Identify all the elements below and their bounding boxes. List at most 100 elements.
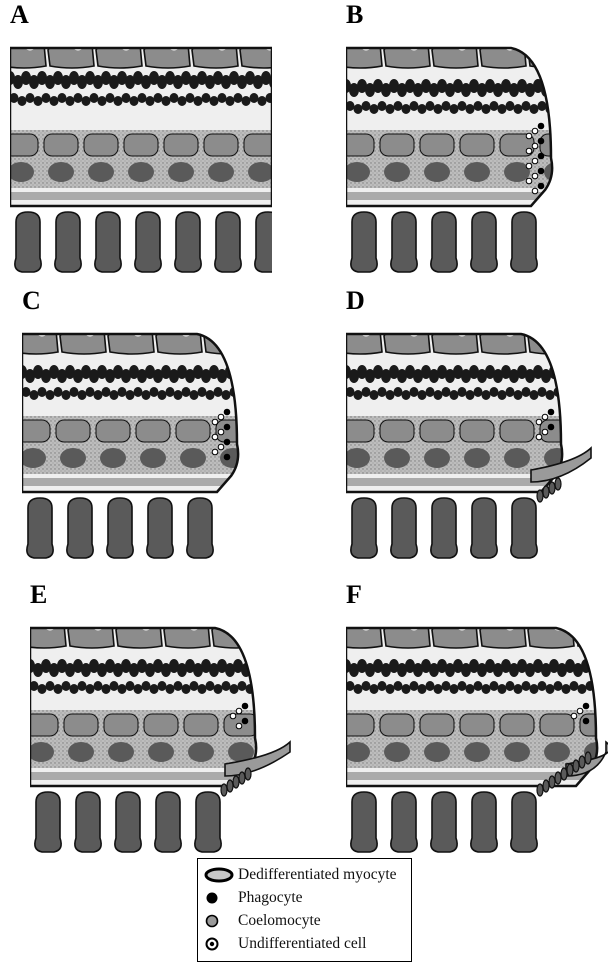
regeneration-diagram-stage-f (346, 606, 608, 856)
gut-loop (238, 390, 247, 400)
nerve-cord-segment (168, 162, 194, 182)
dorsal-segments (10, 42, 272, 68)
gut-loop (118, 684, 127, 694)
dorsal-segment (164, 622, 210, 648)
new-parapodium (579, 756, 585, 768)
gut-loop (270, 390, 279, 400)
gut-loop (570, 101, 579, 111)
gut-loop (262, 684, 271, 694)
gut-loop (242, 96, 251, 106)
dorsal-segment (480, 328, 526, 354)
gut-loop (557, 83, 567, 97)
gut-loop (386, 684, 395, 694)
new-parapodium (573, 760, 579, 772)
gut-loop (38, 387, 47, 397)
nerve-cord-segment (584, 162, 608, 182)
gut-loop (394, 387, 403, 397)
segment-highlight (278, 332, 284, 337)
parapodium (431, 792, 457, 852)
gut-loop (597, 659, 607, 673)
worm-body (10, 26, 272, 216)
gut-loop (594, 390, 603, 400)
wound-cell (526, 133, 532, 139)
gut-loop (589, 369, 599, 383)
gut-loop (254, 681, 263, 691)
dorsal-segment (156, 328, 202, 354)
parapodium (75, 792, 101, 852)
legend-label: Undifferentiated cell (238, 935, 366, 953)
gut-loop (142, 681, 151, 691)
gut-loop (122, 93, 131, 103)
gut-loop (573, 83, 583, 97)
gut-loop (262, 387, 271, 397)
muscle-block (144, 714, 178, 736)
muscle-block (56, 420, 90, 442)
gut-loop (602, 387, 609, 397)
gut-loop (354, 390, 363, 400)
gut-loop (265, 369, 275, 383)
muscle-block (104, 714, 138, 736)
parapodium (431, 212, 457, 272)
gut-loop (466, 390, 475, 400)
dorsal-segment (432, 622, 478, 648)
worm-body (346, 312, 608, 502)
dorsal-segment (192, 42, 238, 68)
gut-loop (602, 101, 609, 111)
gut-loop (458, 101, 467, 111)
nerve-cord-segment (100, 448, 126, 468)
ventral-epidermis (22, 478, 284, 486)
parapodium (431, 498, 457, 558)
panel-label-c: C (22, 286, 41, 316)
regeneration-diagram-stage-b (346, 26, 608, 276)
segment-highlight (554, 332, 562, 337)
wound-cell (532, 173, 538, 179)
nerve-cord-segment (108, 742, 134, 762)
gut-loop (150, 387, 159, 397)
gut-loop (562, 684, 571, 694)
gut-loop (498, 684, 507, 694)
gut-loop (589, 83, 599, 97)
dorsal-segment (346, 328, 382, 354)
dorsal-segment (252, 328, 284, 354)
legend-label: Coelomocyte (238, 912, 321, 930)
parapodium (155, 792, 181, 852)
gut-loop (182, 387, 191, 397)
gut-loop (362, 387, 371, 397)
gut-loop (249, 659, 259, 673)
gut-loop (126, 681, 135, 691)
gut-loop (110, 681, 119, 691)
gut-loop (378, 387, 387, 397)
gut-loop (434, 390, 443, 400)
gut-loop (506, 387, 515, 397)
nerve-cord-segment (68, 742, 94, 762)
wound-cell (526, 163, 532, 169)
wound-cell (532, 188, 538, 194)
gut-loop (410, 101, 419, 111)
gut-loop (258, 96, 267, 106)
gut-loop (226, 96, 235, 106)
muscle-block (136, 420, 170, 442)
gut-loop (102, 684, 111, 694)
muscle-block (500, 420, 534, 442)
parapodium (15, 212, 41, 272)
ventral-epidermis (30, 772, 292, 780)
gut-loop (286, 681, 293, 691)
parapodium (391, 792, 417, 852)
nerve-cord-segment (464, 742, 490, 762)
gut-loop (90, 93, 99, 103)
gut-loop (78, 681, 87, 691)
gut-loop (278, 684, 287, 694)
parapodium (147, 498, 173, 558)
muscle-block (580, 134, 608, 156)
gut-loop (386, 390, 395, 400)
panel-b: B (346, 6, 608, 274)
new-parapodium (585, 752, 591, 764)
dorsal-segments (30, 622, 292, 648)
dorsal-segments (346, 328, 608, 354)
gut-loop (578, 104, 587, 114)
segment-highlight (554, 46, 562, 51)
wound-cell (218, 444, 224, 450)
nerve-cord-segment (208, 162, 234, 182)
gut-loop (86, 684, 95, 694)
gut-loop (78, 390, 87, 400)
